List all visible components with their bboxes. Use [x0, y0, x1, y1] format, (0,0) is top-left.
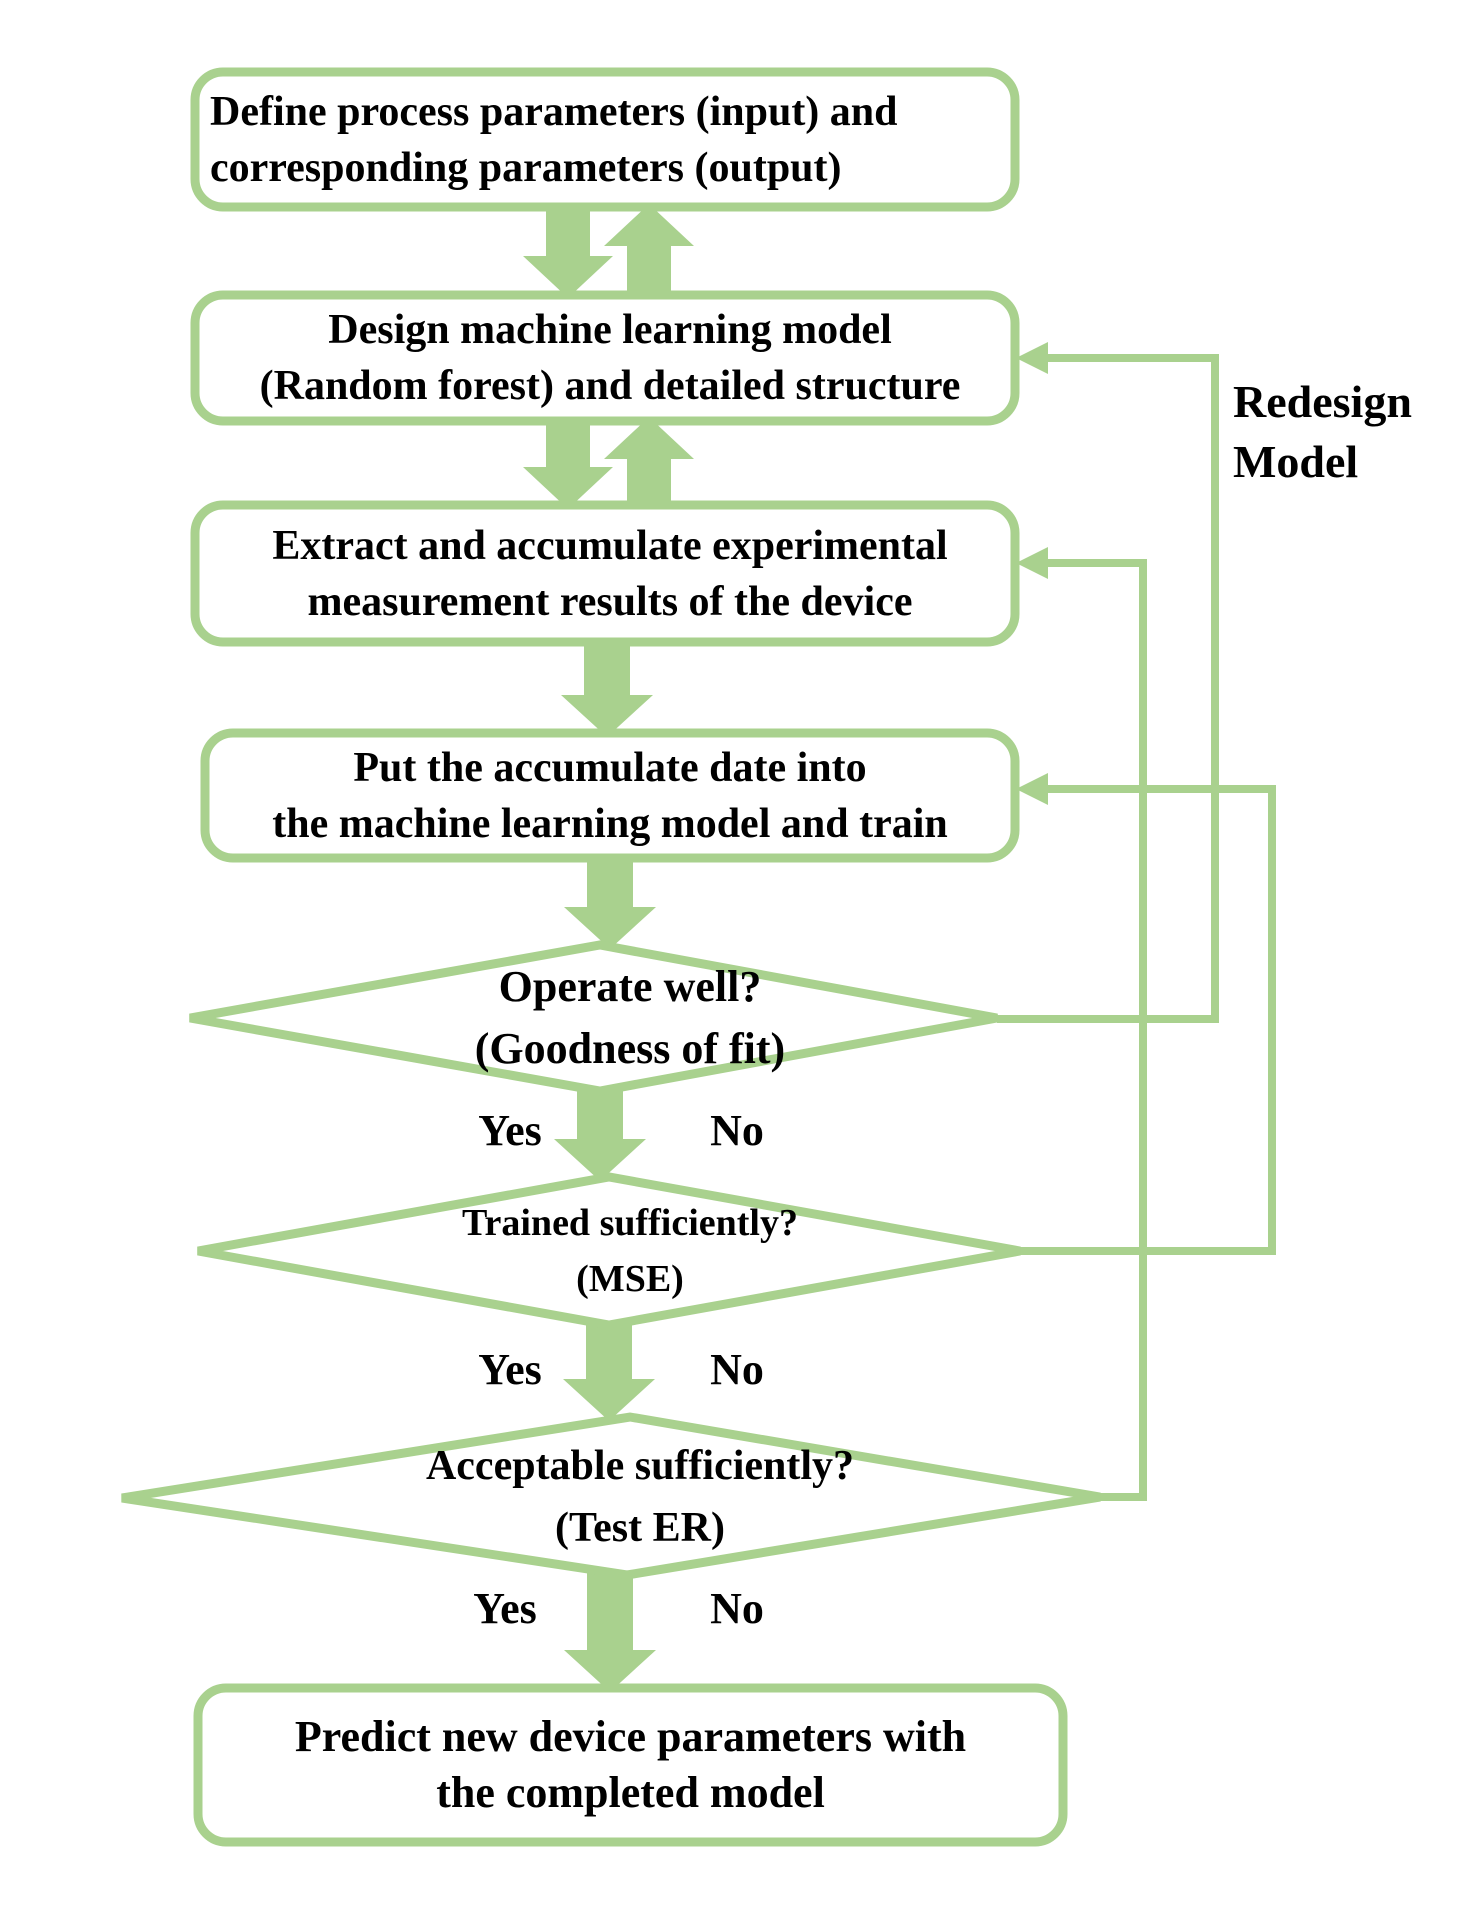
block-arrow-down-train-to-operate-icon: [564, 854, 656, 949]
extract-box-line1: Extract and accumulate experimental: [272, 522, 948, 569]
process-box-predict: [193, 1683, 1068, 1847]
trained-sufficiently-line2: (MSE): [576, 1258, 684, 1300]
operate-yes-label: Yes: [478, 1106, 542, 1155]
decision-diamond-trained: [197, 1172, 1021, 1330]
acceptable-no-label: No: [710, 1584, 764, 1633]
operate-no-label: No: [710, 1106, 764, 1155]
block-arrow-down-design-to-extract-icon: [523, 417, 613, 509]
operate-well-line1: Operate well?: [498, 962, 762, 1011]
arrowhead-into-extract-box-icon: [1016, 547, 1048, 579]
arrowhead-into-train-box-icon: [1016, 773, 1048, 805]
train-box-text: Put the accumulate date into the machine…: [205, 733, 1015, 858]
redesign-model-line2: Model: [1233, 436, 1359, 487]
design-box-text: Design machine learning model (Random fo…: [205, 295, 1015, 421]
process-box-define: [190, 67, 1020, 212]
operate-well-text: Operate well? (Goodness of fit): [230, 952, 1030, 1084]
define-box-line2: corresponding parameters (output): [210, 144, 842, 191]
redesign-model-label: Redesign Model: [1233, 372, 1412, 492]
acceptable-sufficiently-text: Acceptable sufficiently? (Test ER): [190, 1424, 1090, 1570]
train-box-line2: the machine learning model and train: [272, 800, 948, 847]
trained-yes-label: Yes: [478, 1345, 542, 1394]
block-arrow-down-extract-to-train-icon: [561, 638, 653, 737]
trained-sufficiently-text: Trained sufficiently? (MSE): [230, 1184, 1030, 1318]
predict-box-line2: the completed model: [436, 1768, 825, 1817]
process-box-train: [200, 728, 1020, 863]
acceptable-sufficiently-line2: (Test ER): [555, 1505, 725, 1551]
define-box-text: Define process parameters (input) and co…: [210, 72, 1010, 207]
acceptable-yes-label: Yes: [473, 1584, 537, 1633]
train-box-line1: Put the accumulate date into: [353, 744, 867, 791]
extract-box-text: Extract and accumulate experimental meas…: [205, 505, 1015, 642]
trained-sufficiently-line1: Trained sufficiently?: [461, 1202, 798, 1244]
extract-box-line2: measurement results of the device: [307, 578, 913, 625]
block-arrow-up-design-to-define-icon: [604, 204, 694, 298]
design-box-line2: (Random forest) and detailed structure: [259, 363, 961, 409]
process-box-design: [190, 290, 1020, 426]
feedback-line-redesign-model: [997, 354, 1219, 1023]
operate-well-line2: (Goodness of fit): [474, 1024, 786, 1073]
decision-diamond-operate-well: [189, 940, 998, 1096]
process-box-extract: [190, 500, 1020, 647]
predict-box-text: Predict new device parameters with the c…: [198, 1688, 1063, 1842]
design-box-line1: Design machine learning model: [328, 307, 892, 353]
arrowhead-into-design-box-icon: [1016, 342, 1048, 374]
feedback-line-test-er: [1044, 559, 1147, 1501]
block-arrow-down-trained-to-acceptable-icon: [563, 1321, 655, 1421]
block-arrow-down-acceptable-to-predict-icon: [564, 1571, 656, 1692]
block-arrow-down-operate-to-trained-icon: [554, 1087, 646, 1181]
decision-diamond-acceptable: [121, 1412, 1101, 1580]
feedback-line-mse: [1020, 785, 1276, 1255]
predict-box-line1: Predict new device parameters with: [294, 1712, 967, 1761]
block-arrow-down-define-to-design-icon: [523, 204, 613, 298]
block-arrow-up-extract-to-design-icon: [604, 417, 694, 509]
trained-no-label: No: [710, 1345, 764, 1394]
acceptable-sufficiently-line1: Acceptable sufficiently?: [425, 1443, 855, 1489]
redesign-model-line1: Redesign: [1233, 376, 1412, 427]
define-box-line1: Define process parameters (input) and: [210, 88, 898, 135]
